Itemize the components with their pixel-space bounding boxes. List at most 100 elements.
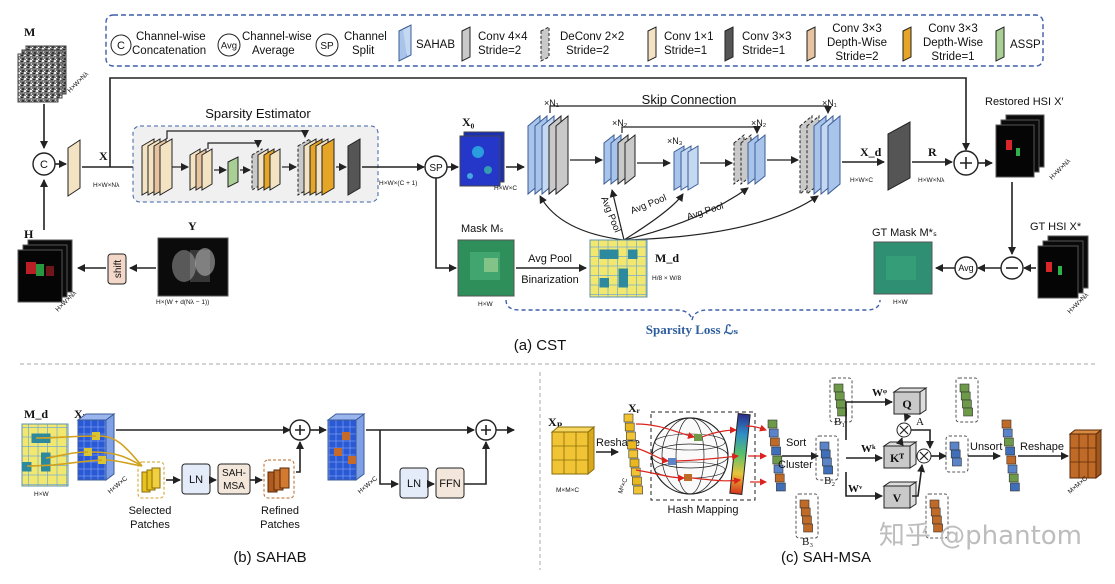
sahmsa-caption: (c) SAH-MSA	[781, 549, 871, 566]
bucket-frame	[829, 377, 853, 423]
legend-dw1-line3: Stride=1	[931, 51, 974, 63]
token-cell	[623, 413, 634, 423]
sparsity-estimator-layers	[141, 130, 361, 196]
output-conv33-block	[887, 121, 911, 191]
token-cell	[624, 422, 635, 432]
token-cell	[768, 428, 779, 438]
b1-label: B₁	[834, 416, 845, 428]
conv44-block-icon	[461, 26, 471, 62]
token-cell	[963, 407, 973, 417]
token-cell	[1007, 464, 1018, 474]
wv-label: Wᵛ	[848, 483, 863, 495]
token-cell	[633, 485, 643, 495]
x0-label: X₀	[462, 115, 475, 129]
xr-token-column	[623, 413, 643, 495]
token-cell	[630, 467, 641, 477]
legend-avg-line1: Channel-wise	[242, 31, 312, 43]
ms-dim: H×W	[478, 301, 493, 308]
token-cell	[950, 449, 961, 459]
h-hsi-cube	[17, 239, 73, 303]
legend-concat-line1: Channel-wise	[136, 31, 206, 43]
token-cell	[627, 440, 637, 450]
legend-avg-line2: Average	[252, 45, 295, 57]
token-cell	[1002, 428, 1013, 438]
shift-block	[107, 253, 127, 285]
md-dim: H/8 × W/8	[652, 275, 681, 282]
unsort-label: Unsort	[970, 441, 1002, 453]
legend-deconv-line2: Stride=2	[566, 45, 609, 57]
token-cell	[770, 437, 780, 447]
avgpool-vertical-label: Avg Pool	[598, 195, 622, 234]
sahab-caption: (b) SAHAB	[233, 549, 306, 566]
token-cell	[962, 399, 972, 409]
n1b-label: ×N₁	[822, 98, 837, 108]
token-cell	[819, 441, 830, 451]
token-cell	[632, 476, 642, 486]
out-bucket-1	[955, 377, 979, 423]
avg-symbol-text: Avg	[221, 41, 237, 52]
hash-mapping-label: Hash Mapping	[668, 504, 739, 516]
xd-dim: H×W×C	[850, 177, 873, 184]
bucket-b1	[829, 377, 853, 423]
token-cell	[1008, 473, 1019, 483]
output-patch-cube	[1068, 428, 1103, 480]
sahab-md-label: M_d	[24, 407, 48, 421]
legend-sahab: SAHAB	[416, 39, 455, 51]
token-cell	[820, 449, 831, 459]
refined-patches-icon	[267, 467, 290, 493]
h-label: H	[24, 227, 34, 241]
deconv-block-icon	[540, 26, 550, 62]
wq-label: Wᵠ	[872, 387, 887, 399]
token-cell	[1006, 455, 1017, 465]
cst-caption: (a) CST	[514, 337, 567, 354]
out-bucket-3	[925, 493, 949, 539]
gt-mask-label: GT Mask M*ₛ	[872, 227, 937, 239]
x-label: X	[99, 149, 108, 163]
b3-label: B₃	[802, 536, 813, 548]
refined-patches-line2: Patches	[260, 519, 300, 531]
xr-dim: M²×C	[617, 477, 629, 495]
token-cell	[772, 455, 783, 465]
bucket-frame	[955, 377, 979, 423]
conv11-block-icon	[647, 26, 657, 62]
sahab-msa-block	[217, 463, 251, 495]
legend-dw2-line1: Conv 3×3	[832, 23, 882, 35]
dw1-block-icon	[902, 26, 912, 62]
split-symbol-icon	[315, 33, 339, 57]
assp-block-icon	[995, 26, 1005, 62]
avgpool-binarization-label-1: Avg Pool	[528, 253, 572, 265]
sahab-ln1-label: LN	[189, 474, 203, 486]
token-cell	[836, 399, 846, 409]
m-dim: H×W×Nλ	[66, 70, 90, 94]
y-measurement-image	[157, 237, 229, 297]
token-cell	[774, 473, 785, 483]
legend: C Channel-wise Concatenation Avg Channel…	[105, 14, 1044, 67]
legend-conv44-line1: Conv 4×4	[478, 31, 528, 43]
legend-frame	[105, 14, 1044, 67]
avg-node-text: Avg	[958, 263, 973, 273]
token-cell	[629, 458, 640, 468]
sahab-ln2-label: LN	[407, 478, 421, 490]
token-cell	[628, 449, 639, 459]
token-cell	[771, 446, 781, 456]
token-cell	[930, 507, 941, 517]
cst-diagram: M H×W×Nλ C X H×W×Nλ Sparsity Estimator	[17, 25, 1091, 354]
token-cell	[960, 391, 971, 401]
token-cell	[833, 383, 844, 393]
bucket-b3	[795, 493, 819, 539]
y-label: Y	[188, 219, 197, 233]
sparsity-estimator-title: Sparsity Estimator	[205, 106, 311, 121]
m-label: M	[24, 25, 35, 39]
token-cell	[799, 499, 810, 509]
sort-label: Sort	[786, 437, 806, 449]
r-label: R	[928, 145, 937, 159]
sahab-ffn-block	[435, 467, 465, 499]
legend-assp: ASSP	[1010, 39, 1041, 51]
token-cell	[800, 507, 811, 517]
split-symbol-text: SP	[320, 41, 334, 52]
token-cell	[802, 515, 812, 525]
concat-symbol-text: C	[117, 40, 125, 52]
sahab-md-dim: H×W	[34, 491, 49, 498]
split-node-text: SP	[429, 163, 443, 174]
selected-patches-icon	[141, 467, 161, 493]
